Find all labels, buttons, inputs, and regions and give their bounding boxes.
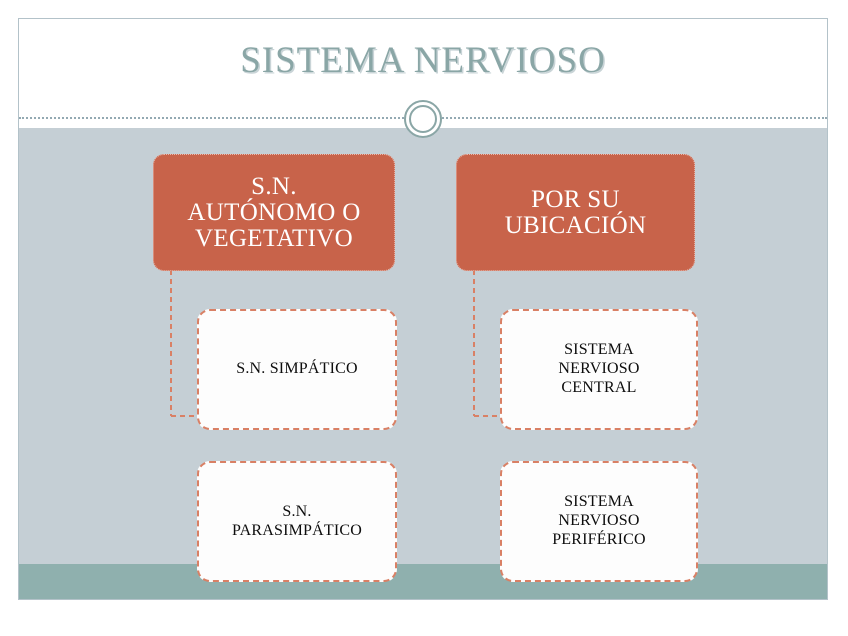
node-leaf-simpatico-label: S.N. SIMPÁTICO	[236, 360, 358, 378]
page-title: SISTEMA NERVIOSO	[240, 40, 606, 81]
hierarchy-diagram: S.N. AUTÓNOMO O VEGETATIVO S.N. SIMPÁTIC…	[19, 128, 827, 582]
node-root-autonomo[interactable]: S.N. AUTÓNOMO O VEGETATIVO	[153, 154, 395, 271]
node-leaf-sistema-nervioso-periferico[interactable]: SISTEMA NERVIOSO PERIFÉRICO	[500, 461, 698, 582]
node-leaf-parasimpatico-label: S.N. PARASIMPÁTICO	[231, 502, 363, 539]
node-leaf-sistema-nervioso-periferico-label: SISTEMA NERVIOSO PERIFÉRICO	[552, 493, 646, 548]
footer-accent-bar	[19, 564, 827, 599]
node-leaf-parasimpatico[interactable]: S.N. PARASIMPÁTICO	[197, 461, 397, 582]
node-root-autonomo-label: S.N. AUTÓNOMO O VEGETATIVO	[187, 172, 361, 252]
node-leaf-simpatico[interactable]: S.N. SIMPÁTICO	[197, 309, 397, 430]
node-root-ubicacion-label: POR SU UBICACIÓN	[504, 185, 647, 239]
node-leaf-sistema-nervioso-central[interactable]: SISTEMA NERVIOSO CENTRAL	[500, 309, 698, 430]
node-root-ubicacion[interactable]: POR SU UBICACIÓN	[456, 154, 695, 271]
node-leaf-sistema-nervioso-central-label: SISTEMA NERVIOSO CENTRAL	[558, 341, 640, 396]
double-circle-ornament-inner-icon	[409, 105, 437, 133]
slide-canvas: SISTEMA NERVIOSO S.N. AUTÓNOMO O VEGETAT…	[18, 18, 828, 600]
